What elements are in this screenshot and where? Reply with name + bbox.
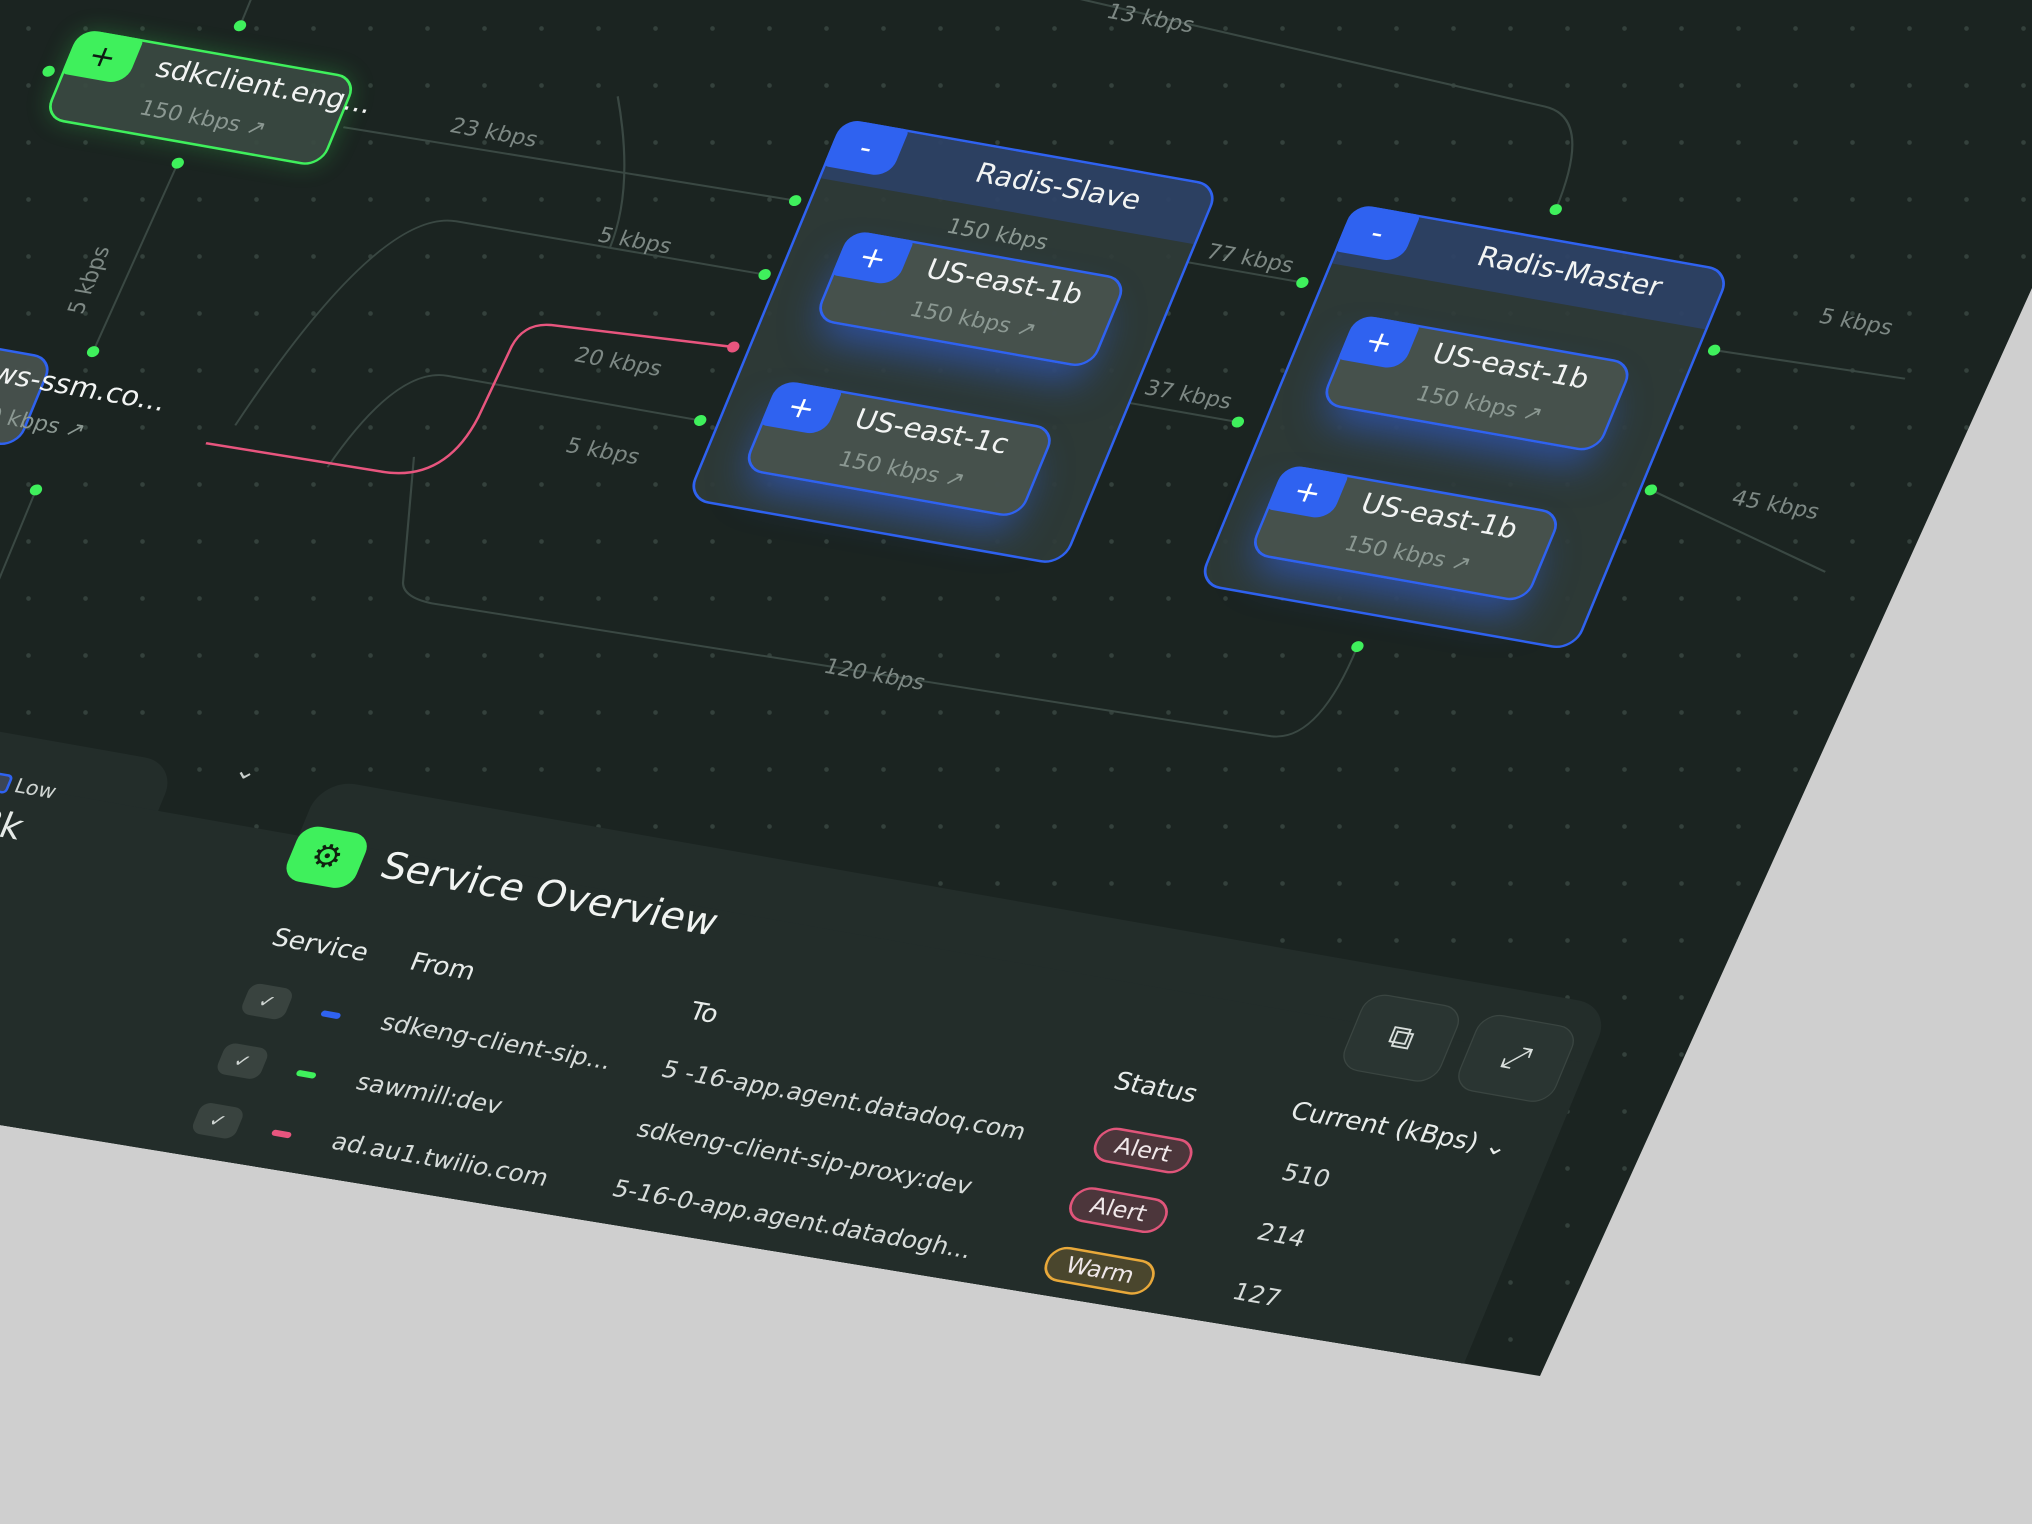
node-us-east-1c[interactable]: + US-east-1c 150 kbps ↗ [741, 379, 1058, 520]
connection-line [0, 489, 37, 588]
port-dot [42, 65, 55, 77]
connection-line [92, 162, 179, 352]
port-dot [1644, 484, 1658, 496]
connection-line [342, 126, 796, 202]
port-dot [694, 415, 707, 426]
node-rate: 150 kbps ↗ [1411, 381, 1547, 428]
connection-line [1187, 261, 1303, 284]
port-dot [1296, 277, 1309, 288]
alert-port-dot [727, 341, 740, 353]
expand-plus-icon[interactable]: + [831, 229, 915, 287]
port-dot [788, 195, 802, 207]
status-badge [1014, 1303, 1121, 1354]
node-rate: 150 kbps ↗ [905, 297, 1041, 344]
connection-line [608, 96, 626, 249]
port-dot [1231, 416, 1245, 428]
port-dot [29, 484, 43, 496]
connection-line [234, 219, 766, 426]
node-rate: 150 kbps ↗ [1340, 531, 1476, 578]
connection-line [326, 374, 701, 468]
port-dot [758, 269, 771, 280]
node-rate: 150 kbps ↗ [135, 96, 271, 142]
connection-line [401, 456, 1359, 738]
expand-plus-icon[interactable]: + [1266, 463, 1349, 521]
port-dot [233, 20, 247, 32]
expand-plus-icon[interactable]: + [1337, 313, 1421, 371]
node-rate: 150 kbps ↗ [834, 447, 969, 494]
node-us-east-1b[interactable]: + US-east-1b 150 kbps ↗ [1319, 313, 1635, 454]
connection-line [238, 0, 326, 26]
port-dot [86, 346, 100, 358]
chevrons-down-icon[interactable]: ⌄ [230, 754, 264, 787]
port-dot [1707, 344, 1721, 356]
node-us-east-1b[interactable]: + US-east-1b 150 kbps ↗ [1247, 463, 1564, 604]
connections [0, 0, 1906, 738]
expand-plus-icon[interactable]: + [760, 379, 843, 436]
connection-line [1650, 489, 1826, 573]
connection-line [844, 0, 1574, 210]
alert-connection-line [205, 323, 734, 475]
connection-line [1713, 349, 1906, 380]
port-dot [1351, 641, 1364, 653]
port-dot [1549, 204, 1562, 216]
connection-line [1128, 401, 1239, 424]
port-dot [171, 157, 184, 169]
